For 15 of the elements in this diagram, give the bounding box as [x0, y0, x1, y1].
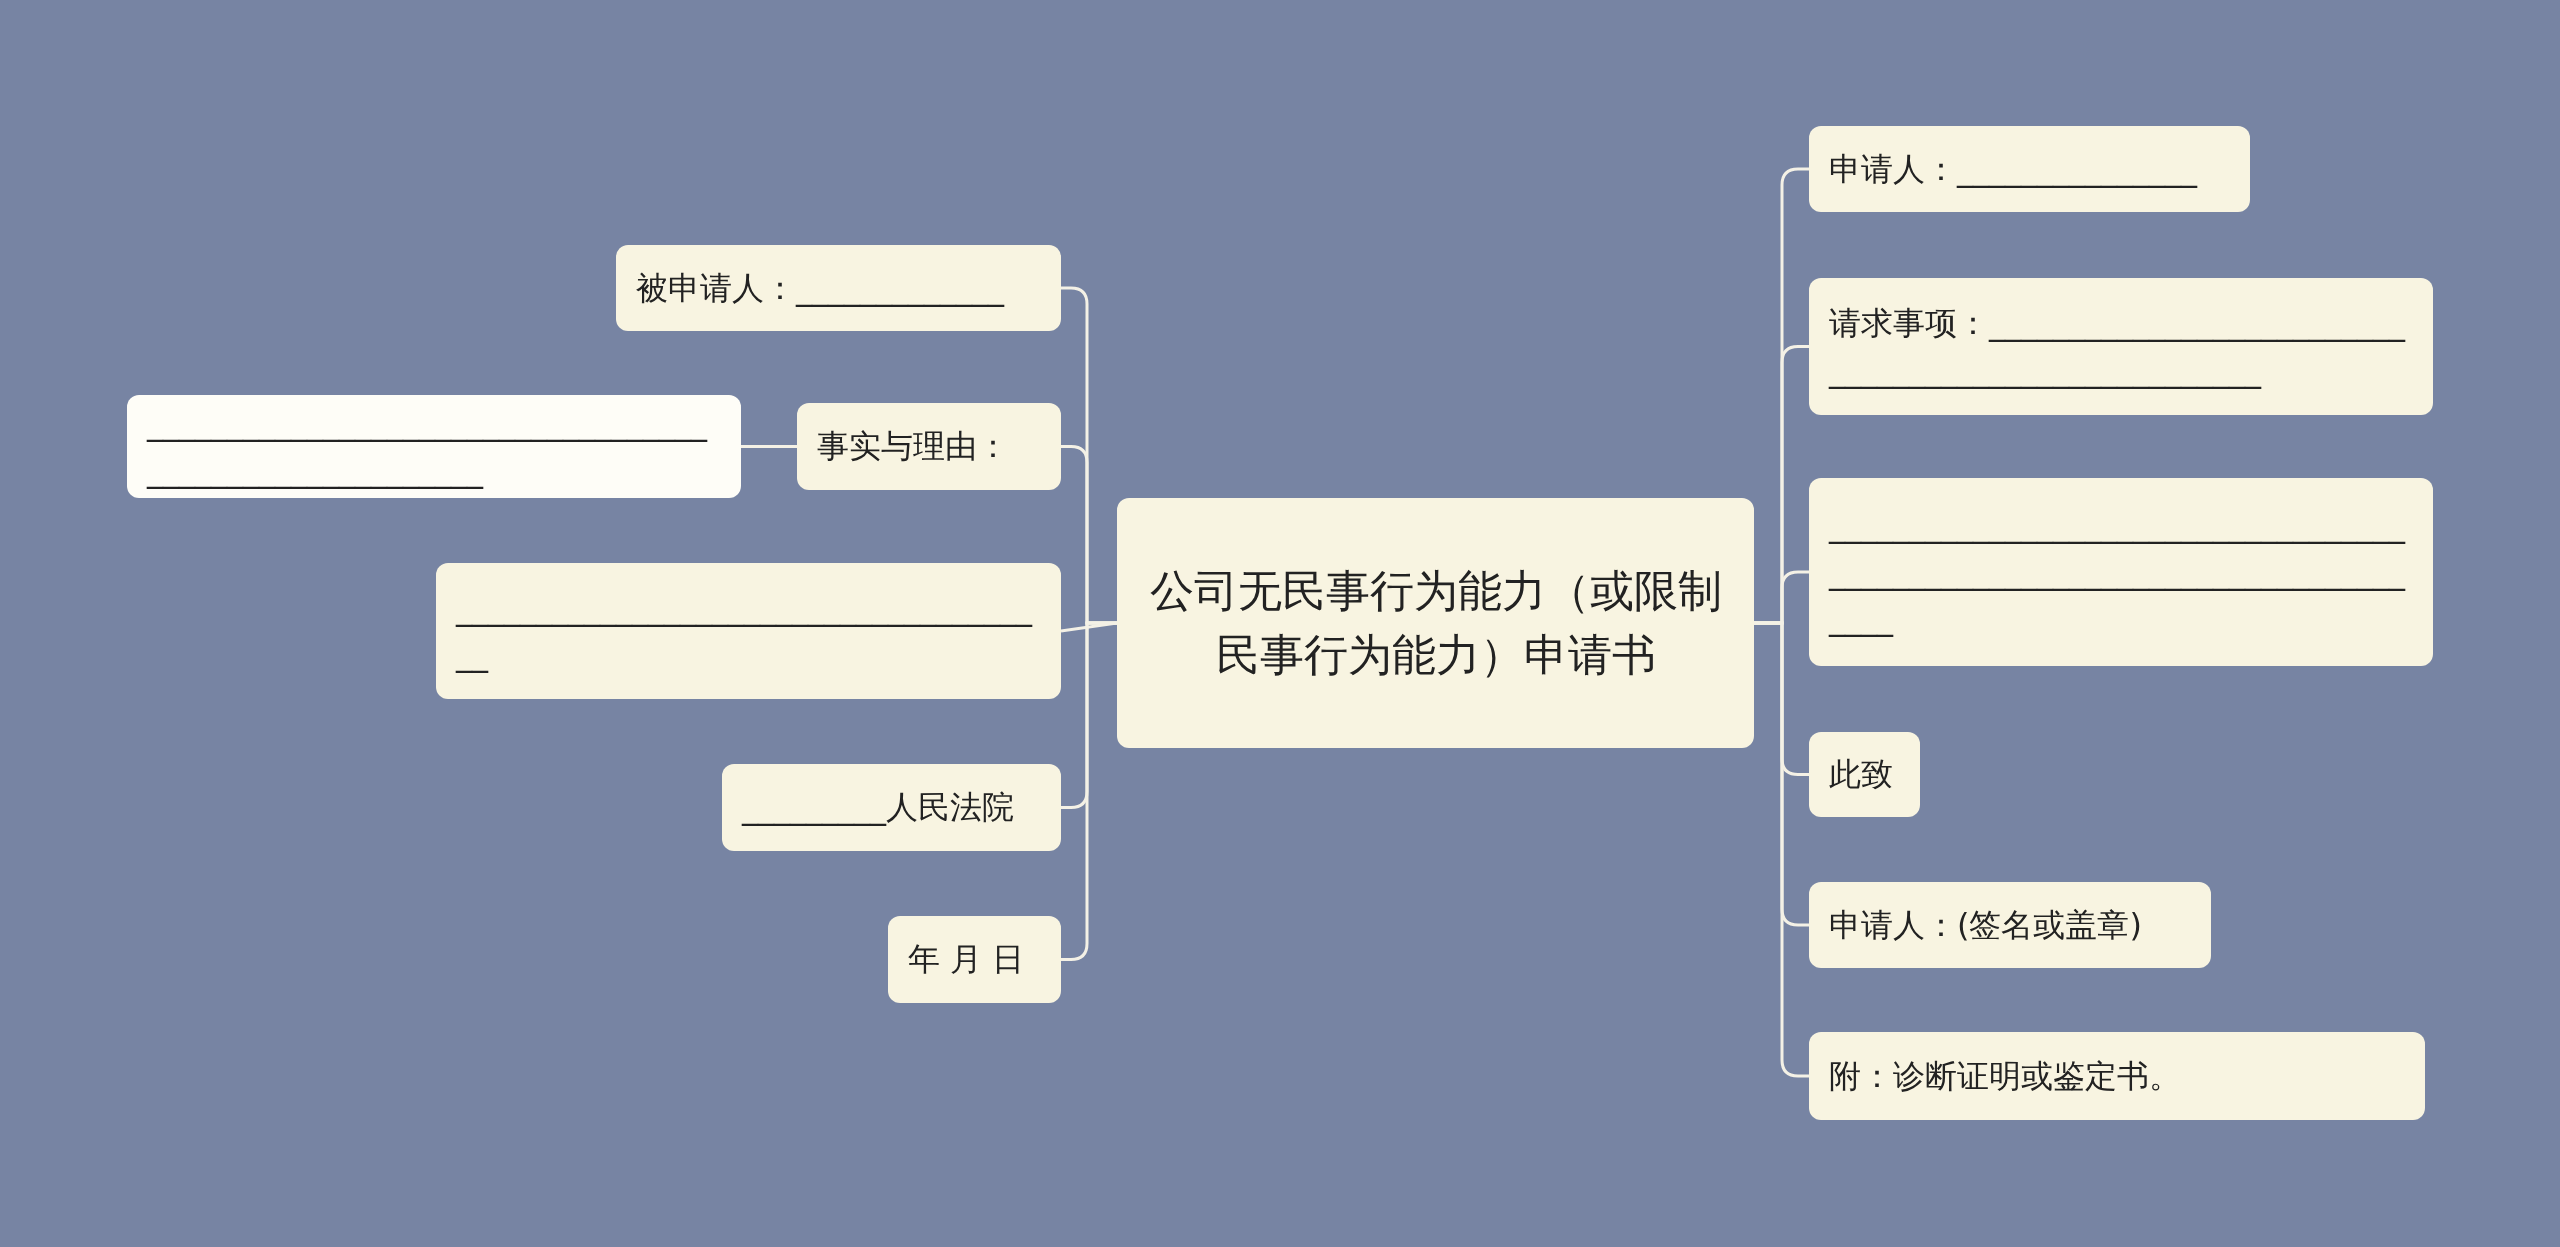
topic-box: ____________________________________________________________________________	[1809, 478, 2433, 666]
topic-box: ________________________________________________________	[127, 395, 741, 498]
topic-box: 请求事项：_____________________________________________________	[1809, 278, 2433, 415]
connector-line	[1754, 621, 1809, 1078]
topic-box: 申请人：_______________	[1809, 126, 2250, 212]
topic-box: 此致	[1809, 732, 1920, 817]
topic-box: _________人民法院	[722, 764, 1061, 851]
topic-box: 申请人：(签名或盖章)	[1809, 882, 2211, 968]
topic-box: 事实与理由：	[797, 403, 1061, 490]
topic-box: 附：诊断证明或鉴定书。	[1809, 1032, 2425, 1120]
connector-line	[741, 445, 797, 448]
central-topic-box: 公司无民事行为能力（或限制民事行为能力）申请书	[1117, 498, 1754, 748]
topic-box: ______________________________________	[436, 563, 1061, 699]
topic-box: 被申请人：_____________	[616, 245, 1061, 331]
topic-box: 年 月 日	[888, 916, 1061, 1003]
